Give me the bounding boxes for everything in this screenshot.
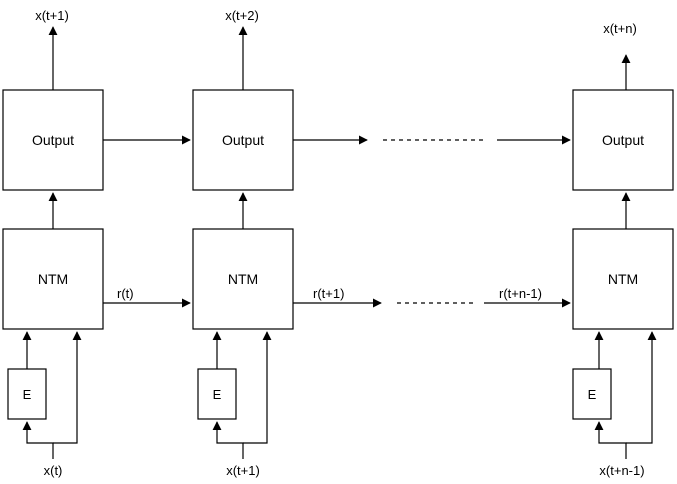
- e-box-1-label: E: [23, 387, 32, 402]
- ntm-box-n: [572, 228, 674, 330]
- ntm-box-n-label: NTM: [608, 271, 638, 287]
- top-label-n: x(t+n): [603, 21, 637, 36]
- e-box-n-label: E: [588, 387, 597, 402]
- bottom-label-1: x(t): [44, 463, 63, 478]
- output-box-2-label: Output: [222, 132, 264, 148]
- read-label-1: r(t): [117, 286, 134, 301]
- ntm-box-2: [192, 228, 294, 330]
- input-1-to-ntm-1-line: [53, 331, 82, 444]
- column-2: Output NTM E x(t+2) x(t+1) r(t+1): [192, 8, 344, 478]
- column-n: Output NTM E x(t+n) x(t+n-1) r(t+n-1): [499, 21, 674, 478]
- read-label-n: r(t+n-1): [499, 286, 542, 301]
- e-box-2-label: E: [213, 387, 222, 402]
- input-2-to-ntm-2-line: [243, 331, 272, 444]
- input-1-to-e-1-line: [22, 421, 54, 459]
- bottom-label-2: x(t+1): [226, 463, 260, 478]
- bottom-label-n: x(t+n-1): [599, 463, 644, 478]
- e-box-n: [572, 368, 612, 420]
- ntm-box-1: [2, 228, 104, 330]
- ntm-box-2-label: NTM: [228, 271, 258, 287]
- input-n-to-e-n-line: [594, 421, 627, 459]
- e-box-2: [197, 368, 237, 420]
- output-box-1: [2, 89, 104, 191]
- input-2-to-e-2-line: [212, 421, 244, 459]
- output-box-n: [572, 89, 674, 191]
- output-box-2: [192, 89, 294, 191]
- column-1: Output NTM E x(t+1) x(t) r(t): [2, 8, 134, 478]
- ntm-box-1-label: NTM: [38, 271, 68, 287]
- read-label-2: r(t+1): [313, 286, 344, 301]
- output-box-n-label: Output: [602, 132, 644, 148]
- top-label-2: x(t+2): [225, 8, 259, 23]
- output-box-1-label: Output: [32, 132, 74, 148]
- top-label-1: x(t+1): [35, 8, 69, 23]
- input-n-to-ntm-n-line: [626, 331, 657, 444]
